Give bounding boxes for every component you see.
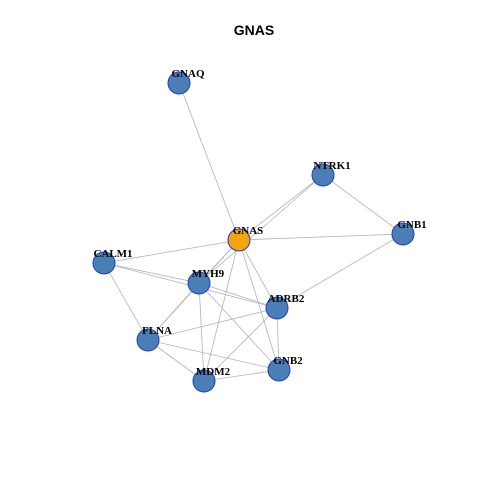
node-gnb1: GNB1	[391, 219, 427, 246]
node-label: GNB2	[273, 355, 303, 367]
edge-ntrk1-myh9	[198, 174, 324, 284]
node-label: CALM1	[93, 248, 132, 260]
node-flna: FLNA	[136, 325, 172, 352]
edge-gnas-adrb2	[238, 239, 278, 309]
node-label: GNAS	[233, 225, 264, 237]
edge-myh9-adrb2	[198, 282, 278, 309]
node-label: GNB1	[397, 219, 426, 231]
edge-gnb1-gnas	[238, 233, 404, 241]
node-circle	[267, 358, 291, 382]
edge-flna-mdm2	[147, 339, 205, 382]
node-gnb2: GNB2	[267, 355, 303, 382]
node-ntrk1: NTRK1	[311, 160, 351, 187]
node-label: MYH9	[192, 268, 225, 280]
edge-gnaq-gnas	[178, 82, 240, 241]
edge-ntrk1-gnas	[238, 174, 324, 241]
node-label: GNAQ	[172, 68, 205, 80]
node-circle	[311, 163, 335, 187]
edge-calm1-myh9	[103, 262, 200, 284]
edge-mdm2-gnb2	[203, 369, 280, 382]
edge-flna-adrb2	[147, 307, 278, 341]
node-calm1: CALM1	[92, 248, 133, 275]
node-circle	[391, 222, 415, 246]
node-label: ADRB2	[268, 293, 305, 305]
node-circle	[92, 251, 116, 275]
node-adrb2: ADRB2	[265, 293, 305, 320]
edge-myh9-mdm2	[198, 282, 205, 382]
edge-calm1-flna	[103, 262, 149, 341]
diagram-title: GNAS	[234, 22, 274, 38]
node-circle	[227, 228, 251, 252]
node-label: MDM2	[196, 366, 231, 378]
node-circle	[192, 369, 216, 393]
edge-ntrk1-gnb1	[322, 174, 404, 235]
node-label: NTRK1	[313, 160, 350, 172]
edge-myh9-gnb2	[198, 282, 280, 371]
node-circle	[167, 71, 191, 95]
node-circle	[187, 271, 211, 295]
node-mdm2: MDM2	[192, 366, 231, 393]
node-circle	[265, 296, 289, 320]
edge-gnas-calm1	[103, 239, 240, 264]
edge-myh9-flna	[147, 282, 200, 341]
node-gnas: GNAS	[227, 225, 264, 252]
node-label: FLNA	[142, 325, 172, 337]
node-circle	[136, 328, 160, 352]
edge-gnb1-adrb2	[276, 233, 404, 309]
edge-gnas-gnb2	[238, 239, 280, 371]
edge-adrb2-mdm2	[203, 307, 278, 382]
edge-gnas-mdm2	[203, 239, 240, 382]
edge-flna-gnb2	[147, 339, 280, 371]
node-gnaq: GNAQ	[167, 68, 205, 95]
node-myh9: MYH9	[187, 268, 225, 295]
